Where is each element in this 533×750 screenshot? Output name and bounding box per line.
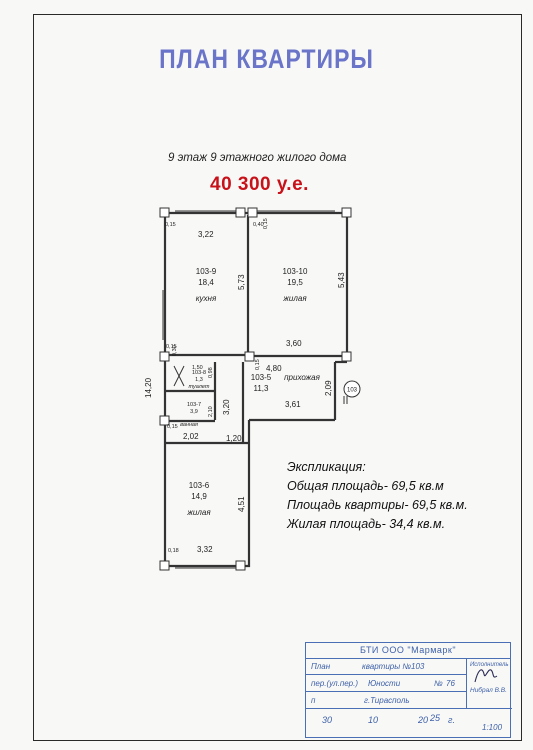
living-area: Жилая площадь- 34,4 кв.м. [287, 517, 446, 531]
room-name: ванная [180, 422, 198, 428]
stamp-plan-label: План [311, 662, 331, 671]
plan-details [159, 207, 361, 571]
stamp-header: БТИ ООО "Мармарк" [306, 643, 510, 659]
stamp-executor-label: Исполнитель [470, 662, 509, 668]
dim-label: 3,32 [197, 545, 213, 554]
room-area: 19,5 [287, 278, 303, 287]
dim-label: 0,15 [167, 424, 178, 430]
entrance-marker: 103 [347, 388, 358, 394]
dim-label: 2,02 [183, 432, 199, 441]
signature-mark [474, 669, 498, 683]
stamp-num-label: № [434, 679, 443, 688]
stamp-day: 30 [322, 715, 333, 725]
room-id: 103-8 [192, 370, 206, 376]
bti-stamp: БТИ ООО "Мармарк" План квартиры №103 пер… [305, 642, 512, 738]
room-name: жилая [282, 294, 307, 303]
dimension-labels: 3,22 5,73 5,43 3,60 4,80 2,09 3,61 14,20… [144, 230, 346, 554]
room-area: 3,9 [190, 409, 198, 415]
dim-label: 4,51 [237, 496, 246, 512]
dim-label: 0,40 [253, 222, 264, 228]
dim-label: 0,30 [172, 345, 178, 356]
explication-title: Экспликация: [287, 460, 366, 474]
stamp-scale: 1:100 [482, 723, 503, 732]
room-id: 103-9 [196, 267, 217, 276]
dim-label: 5,73 [237, 274, 246, 290]
dim-label: 3,22 [198, 230, 214, 239]
dim-label: 0,15 [255, 359, 261, 370]
room-area: 11,3 [254, 384, 270, 393]
room-area: 18,4 [198, 278, 214, 287]
small-dimension-labels: 1,50 0,98 2,10 0,15 0,40 0,15 0,15 0,30 … [165, 218, 269, 554]
stamp-street-value: Юности [368, 679, 401, 688]
dim-label: 0,15 [165, 222, 176, 228]
page-title: ПЛАН КВАРТИРЫ [159, 43, 374, 74]
plan-walls [163, 211, 349, 568]
room-labels: 103-9 18,4 кухня 103-10 19,5 жилая 103-5… [186, 267, 320, 517]
stamp-row-line [306, 708, 512, 709]
dim-label: 3,61 [285, 400, 301, 409]
stamp-row-line [306, 691, 466, 692]
stamp-street-label: пер.(ул.пер.) [311, 679, 359, 688]
dim-label: 3,20 [222, 399, 231, 415]
stamp-year-suffix: г. [448, 715, 455, 725]
room-id: 103-7 [187, 402, 201, 408]
small-room-labels: 103-8 1,3 туалет 103-7 3,9 ванная [180, 370, 210, 428]
dim-label: 3,60 [286, 339, 302, 348]
price-label: 40 300 у.е. [210, 174, 309, 195]
stamp-num-value: 76 [446, 679, 455, 688]
room-area: 14,9 [191, 492, 207, 501]
dim-label: 14,20 [144, 377, 153, 398]
stamp-year: 25 [430, 713, 441, 723]
explication: Экспликация: Общая площадь- 69,5 кв.м Пл… [287, 458, 468, 534]
dim-label: 2,09 [324, 380, 333, 396]
room-name: туалет [189, 384, 210, 390]
dim-label: 0,18 [168, 548, 179, 554]
room-name: прихожая [284, 373, 320, 382]
dim-label: 0,98 [208, 367, 214, 378]
room-id: 103-6 [189, 481, 210, 490]
dim-label: 4,80 [266, 364, 282, 373]
page-frame [33, 14, 522, 741]
stamp-year-prefix: 20 [418, 715, 429, 725]
stamp-divider [466, 658, 467, 708]
room-name: жилая [186, 508, 211, 517]
dim-label: 1,50 [192, 365, 203, 371]
dim-label: 2,10 [208, 406, 214, 417]
stamp-executor: Нибрал В.В. [470, 687, 507, 694]
room-name: кухня [196, 294, 217, 303]
stamp-row-line [306, 674, 466, 675]
dim-label: 0,15 [263, 218, 269, 229]
dim-label: 5,43 [337, 272, 346, 288]
room-id: 103-10 [283, 267, 308, 276]
stamp-plan-value: квартиры №103 [362, 662, 425, 671]
room-area: 1,3 [195, 377, 203, 383]
stamp-city-value: г.Тирасполь [364, 696, 410, 705]
total-area: Общая площадь- 69,5 кв.м [287, 479, 444, 493]
room-id: 103-5 [251, 373, 272, 382]
building-subtitle: 9 этаж 9 этажного жилого дома [168, 152, 347, 164]
dim-label: 1,20 [226, 434, 242, 443]
dim-label: 0,15 [166, 344, 177, 350]
apartment-area: Площадь квартиры- 69,5 кв.м. [287, 498, 468, 512]
stamp-month: 10 [368, 715, 379, 725]
stamp-city-label: п [311, 696, 316, 705]
